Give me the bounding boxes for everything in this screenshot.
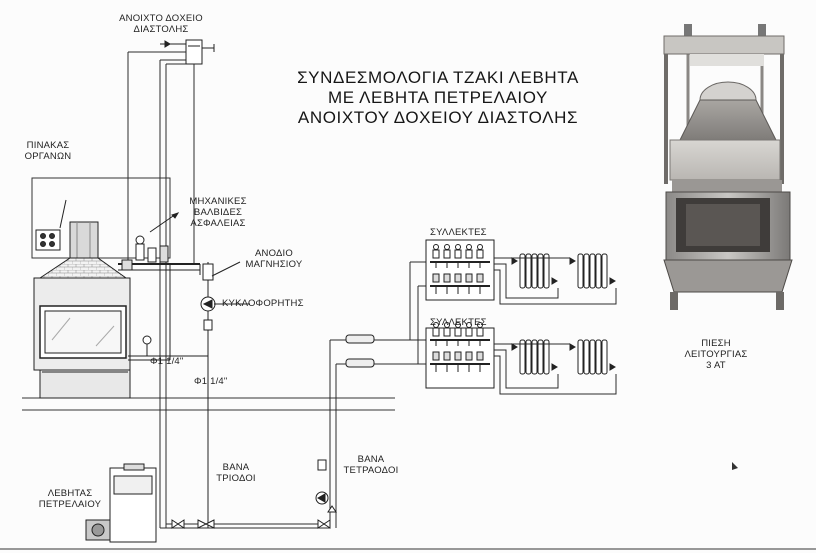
scan-mark bbox=[732, 462, 738, 470]
label-collectors-bottom: ΣΥΛΛΕΚΤΕΣ bbox=[430, 317, 487, 328]
collector-valves bbox=[432, 244, 484, 372]
label-three-way-valve: ΒΑΝΑ ΤΡΙΟΔΟΙ bbox=[216, 462, 256, 484]
four-way-valve bbox=[315, 459, 337, 529]
label-pipe-size-2: Φ1 1/4" bbox=[194, 376, 228, 387]
radiator bbox=[569, 253, 616, 289]
pressure-gauge bbox=[128, 335, 208, 361]
radiator-pipes bbox=[494, 257, 617, 395]
label-circulator: ΚΥΚΛΟΦΟΡΗΤΗΣ bbox=[222, 298, 304, 309]
radiator bbox=[569, 339, 616, 375]
diagram-title: ΣΥΝΔΕΣΜΟΛΟΓΙΑ ΤΖΑΚΙ ΛΕΒΗΤΑ ΜΕ ΛΕΒΗΤΑ ΠΕΤ… bbox=[268, 68, 608, 128]
collector-valve bbox=[476, 322, 484, 372]
label-oil-boiler: ΛΕΒΗΤΑΣ ΠΕΤΡΕΛΑΙΟΥ bbox=[38, 488, 102, 510]
main-pipes bbox=[160, 261, 428, 529]
title-line-2: ΜΕ ΛΕΒΗΤΑ ΠΕΤΡΕΛΑΙΟΥ bbox=[328, 88, 548, 107]
title-line-3: ΑΝΟΙΧΤΟΥ ΔΟΧΕΙΟΥ ΔΙΑΣΤΟΛΗΣ bbox=[297, 108, 579, 127]
collector-valve bbox=[465, 322, 473, 372]
radiator bbox=[511, 253, 558, 289]
label-expansion-tank: ΑΝΟΙΧΤΟ ΔΟΧΕΙΟ ΔΙΑΣΤΟΛΗΣ bbox=[119, 13, 203, 35]
label-collectors-top: ΣΥΛΛΕΚΤΕΣ bbox=[430, 227, 487, 238]
collector-valve bbox=[432, 322, 440, 372]
expansion-tank bbox=[160, 39, 215, 65]
safety-valve-group bbox=[118, 212, 201, 360]
collector-valve bbox=[432, 244, 440, 294]
circulator-pump bbox=[200, 261, 250, 528]
label-operating-pressure: ΠΙΕΣΗ ΛΕΙΤΟΥΡΓΙΑΣ 3 ΑΤ bbox=[684, 338, 748, 371]
title-line-1: ΣΥΝΔΕΣΜΟΛΟΓΙΑ ΤΖΑΚΙ ΛΕΒΗΤΑ bbox=[297, 68, 579, 87]
collector-valve bbox=[465, 244, 473, 294]
collector-valve bbox=[454, 322, 462, 372]
collector-valve bbox=[454, 244, 462, 294]
collector-valve bbox=[476, 244, 484, 294]
label-four-way-valve: ΒΑΝΑ ΤΕΤΡΑΟΔΟΙ bbox=[343, 454, 399, 476]
label-pipe-size-1: Φ1 1/4" bbox=[150, 356, 184, 367]
instrument-panel bbox=[35, 199, 67, 251]
radiators bbox=[511, 253, 616, 375]
collector-valve bbox=[443, 244, 451, 294]
expansion-pipes bbox=[127, 51, 195, 528]
fireplace-photo bbox=[663, 24, 793, 310]
pipe-sensors bbox=[345, 334, 375, 368]
oil-boiler bbox=[85, 463, 157, 543]
label-instrument-panel: ΠΙΝΑΚΑΣ ΟΡΓΑΝΩΝ bbox=[24, 140, 72, 162]
radiator bbox=[511, 339, 558, 375]
three-way-valve bbox=[171, 519, 215, 529]
collector-valve bbox=[443, 322, 451, 372]
fireplace-boiler bbox=[33, 221, 131, 399]
label-safety-valves: ΜΗΧΑΝΙΚΕΣ ΒΑΛΒΙΔΕΣ ΑΣΦΑΛΕΙΑΣ bbox=[189, 196, 247, 229]
label-magnesium-anode: ΑΝΟΔΙΟ ΜΑΓΝΗΣΙΟΥ bbox=[245, 248, 303, 270]
